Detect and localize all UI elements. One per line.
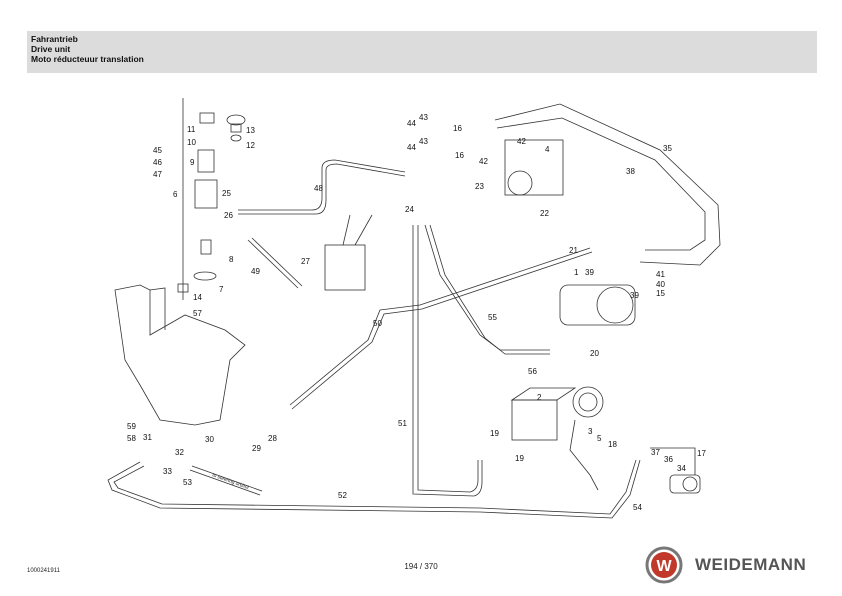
page-number: 194 / 370 <box>404 562 438 571</box>
callout-52: 52 <box>338 491 347 500</box>
hose-label-steering: to steering orbitol <box>211 472 249 491</box>
callout-8: 8 <box>229 255 234 264</box>
callout-43a: 43 <box>419 113 428 122</box>
callout-33: 33 <box>163 467 172 476</box>
callout-16a: 16 <box>453 124 462 133</box>
callout-13: 13 <box>246 126 255 135</box>
callout-55: 55 <box>488 313 497 322</box>
callout-53: 53 <box>183 478 192 487</box>
callout-39a: 39 <box>585 268 594 277</box>
callout-7: 7 <box>219 285 224 294</box>
title-german: Fahrantrieb <box>31 34 78 44</box>
callout-39b: 39 <box>630 291 639 300</box>
callout-35: 35 <box>663 144 672 153</box>
callout-6: 6 <box>173 190 178 199</box>
callout-28: 28 <box>268 434 277 443</box>
callout-34: 34 <box>677 464 686 473</box>
callout-41: 41 <box>656 270 665 279</box>
callout-17: 17 <box>697 449 706 458</box>
callout-1: 1 <box>574 268 579 277</box>
callout-29: 29 <box>252 444 261 453</box>
callout-48: 48 <box>314 184 323 193</box>
callout-42a: 42 <box>517 137 526 146</box>
callout-37: 37 <box>651 448 660 457</box>
document-id: 1000241911 <box>27 568 60 574</box>
callout-19a: 19 <box>490 429 499 438</box>
callout-4: 4 <box>545 145 550 154</box>
callout-51: 51 <box>398 419 407 428</box>
callout-5: 5 <box>597 434 602 443</box>
callout-24: 24 <box>405 205 414 214</box>
callout-3: 3 <box>588 427 593 436</box>
brand-logo: W WEIDEMANN <box>633 546 823 584</box>
callout-23: 23 <box>475 182 484 191</box>
callout-38: 38 <box>626 167 635 176</box>
callout-9: 9 <box>190 158 195 167</box>
callout-59: 59 <box>127 422 136 431</box>
callout-47: 47 <box>153 170 162 179</box>
callout-43b: 43 <box>419 137 428 146</box>
callout-58: 58 <box>127 434 136 443</box>
svg-text:W: W <box>656 558 672 575</box>
brand-name: WEIDEMANN <box>695 555 807 574</box>
callout-14: 14 <box>193 293 202 302</box>
callout-44a: 44 <box>407 119 416 128</box>
callout-57: 57 <box>193 309 202 318</box>
callout-19b: 19 <box>515 454 524 463</box>
callout-40: 40 <box>656 280 665 289</box>
callout-46: 46 <box>153 158 162 167</box>
callout-12: 12 <box>246 141 255 150</box>
callout-22: 22 <box>540 209 549 218</box>
callout-21: 21 <box>569 246 578 255</box>
callout-25: 25 <box>222 189 231 198</box>
callout-32: 32 <box>175 448 184 457</box>
callout-15: 15 <box>656 289 665 298</box>
callout-44b: 44 <box>407 143 416 152</box>
callout-42b: 42 <box>479 157 488 166</box>
callout-16b: 16 <box>455 151 464 160</box>
callout-18: 18 <box>608 440 617 449</box>
callout-11: 11 <box>187 125 196 134</box>
callout-54: 54 <box>633 503 642 512</box>
weidemann-emblem-icon: W <box>645 546 683 584</box>
title-english: Drive unit <box>31 44 71 54</box>
callout-36: 36 <box>664 455 673 464</box>
callout-30: 30 <box>205 435 214 444</box>
callout-31: 31 <box>143 433 152 442</box>
part-callouts: 1 2 3 4 5 6 7 8 9 10 11 12 13 14 15 16 1… <box>127 113 706 512</box>
callout-27: 27 <box>301 257 310 266</box>
callout-45: 45 <box>153 146 162 155</box>
callout-2: 2 <box>537 393 542 402</box>
title-french: Moto réducteuur translation <box>31 54 144 64</box>
callout-10: 10 <box>187 138 196 147</box>
callout-49: 49 <box>251 267 260 276</box>
callout-20: 20 <box>590 349 599 358</box>
callout-50: 50 <box>373 319 382 328</box>
callout-56: 56 <box>528 367 537 376</box>
callout-26: 26 <box>224 211 233 220</box>
page-header: Fahrantrieb Drive unit Moto réducteuur t… <box>27 31 817 73</box>
